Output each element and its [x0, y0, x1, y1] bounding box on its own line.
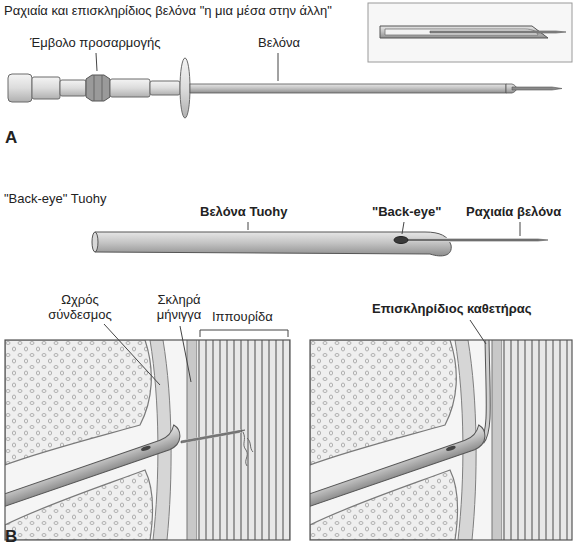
inset-needle — [380, 26, 566, 38]
anatomy-label: Σκληρά μήνιγγα — [148, 293, 210, 323]
anatomy-label: Ωχρός σύνδεσμος — [40, 293, 120, 323]
part-label: "Back-eye" — [372, 205, 441, 220]
part-label: Επισκληρίδιος καθετήρας — [372, 302, 532, 317]
part-label: Βελόνα — [258, 36, 300, 51]
anatomy-panel-right — [310, 340, 572, 540]
figure-heading: Ραχιαία και επισκληρίδιος βελόνα "η μια … — [4, 4, 332, 19]
anatomy-label: Ιππουρίδα — [212, 310, 273, 325]
anatomy-panel-left — [5, 340, 290, 540]
tuohy-needle — [92, 232, 548, 256]
leader-lines — [104, 320, 486, 385]
panel-frame — [5, 340, 290, 540]
panel-letter: B — [5, 527, 17, 547]
panel-frame — [310, 340, 572, 540]
combined-spinal-epidural-needle — [8, 58, 562, 118]
panel-letter: A — [5, 128, 17, 148]
leader-lines — [248, 222, 520, 236]
panel-heading: "Back-eye" Tuohy — [4, 192, 106, 207]
part-label: Ραχιαία βελόνα — [466, 205, 561, 220]
inset-frame — [368, 3, 572, 62]
part-label: Έμβολο προσαρμογής — [30, 36, 161, 51]
leader-lines — [96, 53, 278, 81]
part-label: Βελόνα Tuohy — [200, 205, 287, 220]
